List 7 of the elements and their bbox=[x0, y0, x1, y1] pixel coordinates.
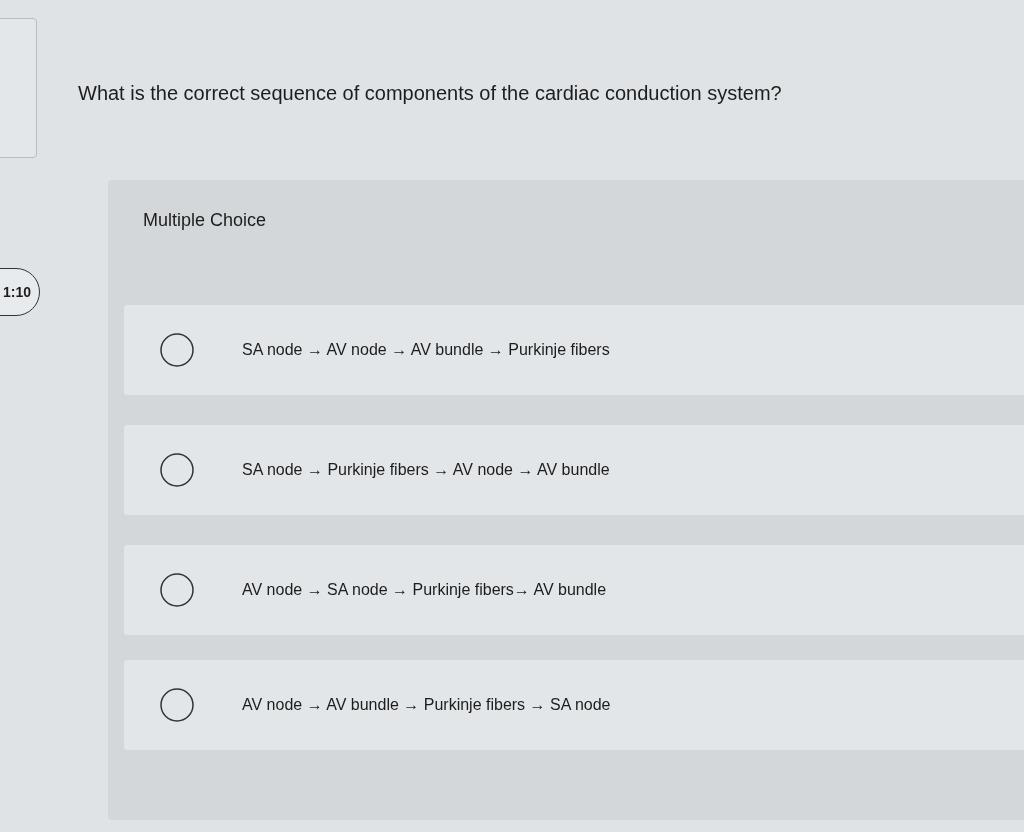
question-text: What is the correct sequence of components of the cardiac conduction system? bbox=[78, 82, 782, 105]
question-type-label: Multiple Choice bbox=[143, 210, 267, 231]
answer-text: SA node → AV node → AV bundle → Purkinje fibers bbox=[242, 341, 610, 359]
timer: 1:10 bbox=[0, 268, 40, 316]
answer-text: SA node → Purkinje fibers → AV node → AV bundle bbox=[242, 461, 610, 479]
answer-text: AV node → SA node → Purkinje fibers→ AV bundle bbox=[242, 581, 607, 599]
answer-text: AV node → AV bundle → Purkinje fibers → SA node bbox=[242, 696, 611, 714]
